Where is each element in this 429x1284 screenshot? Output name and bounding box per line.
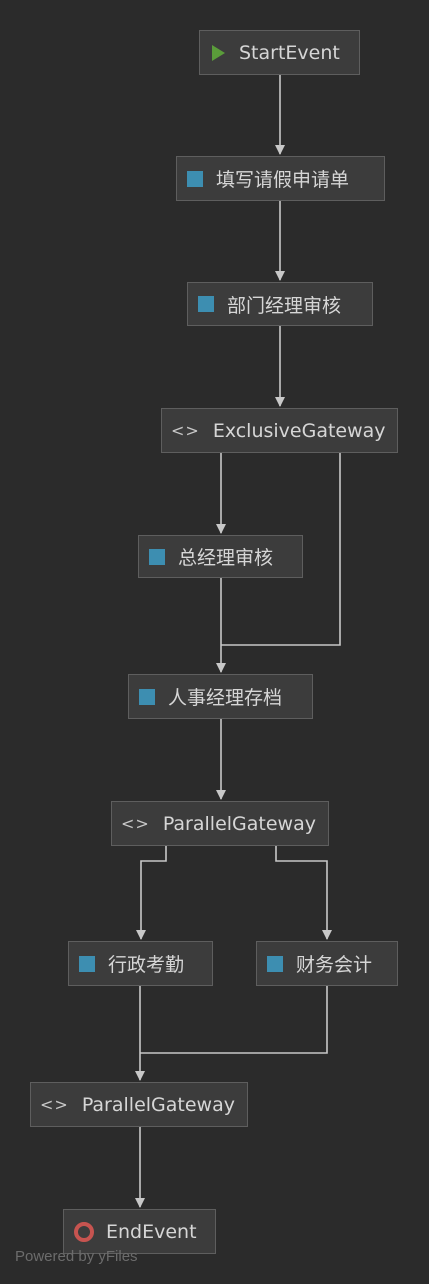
end-event-icon	[74, 1221, 94, 1242]
hr-manager-archive-task[interactable]: 人事经理存档	[128, 674, 313, 719]
start-event-node[interactable]: StartEvent	[199, 30, 360, 75]
task-icon	[267, 955, 283, 972]
task-icon	[149, 548, 165, 565]
dept-manager-review-task[interactable]: 部门经理审核	[187, 282, 373, 326]
gateway-icon: <>	[171, 421, 200, 440]
parallel-gateway-split-node[interactable]: <> ParallelGateway	[111, 801, 329, 846]
parallel-gateway-join-label: ParallelGateway	[81, 1093, 235, 1116]
parallel-gateway-split-label: ParallelGateway	[162, 812, 316, 835]
gateway-icon: <>	[40, 1095, 69, 1114]
general-manager-review-task[interactable]: 总经理审核	[138, 535, 303, 578]
fill-leave-form-task[interactable]: 填写请假申请单	[176, 156, 385, 201]
finance-accounting-task[interactable]: 财务会计	[256, 941, 398, 986]
fill-leave-form-label: 填写请假申请单	[216, 169, 350, 191]
dept-manager-review-label: 部门经理审核	[227, 294, 342, 317]
end-event-node[interactable]: EndEvent	[63, 1209, 216, 1254]
finance-accounting-label: 财务会计	[296, 954, 373, 976]
edge-exclusive-gateway-to-hr-archive	[221, 453, 341, 646]
play-icon	[212, 44, 225, 61]
start-event-label: StartEvent	[239, 41, 340, 64]
task-icon	[139, 688, 155, 705]
admin-attendance-task[interactable]: 行政考勤	[68, 941, 213, 986]
exclusive-gateway-node[interactable]: <> ExclusiveGateway	[161, 408, 398, 453]
edge-parallel-split-to-admin-attendance	[136, 846, 167, 940]
task-icon	[198, 296, 214, 312]
task-icon	[187, 170, 203, 187]
powered-by-watermark: Powered by yFiles	[15, 1248, 138, 1265]
gateway-icon: <>	[121, 814, 150, 833]
parallel-gateway-join-node[interactable]: <> ParallelGateway	[30, 1082, 248, 1127]
edge-parallel-split-to-finance	[275, 846, 332, 940]
exclusive-gateway-label: ExclusiveGateway	[212, 419, 386, 442]
admin-attendance-label: 行政考勤	[108, 954, 185, 976]
hr-manager-archive-label: 人事经理存档	[168, 687, 283, 709]
end-event-label: EndEvent	[106, 1220, 197, 1243]
general-manager-review-label: 总经理审核	[178, 547, 274, 569]
task-icon	[79, 955, 95, 972]
edge-finance-to-parallel-join	[140, 986, 328, 1054]
